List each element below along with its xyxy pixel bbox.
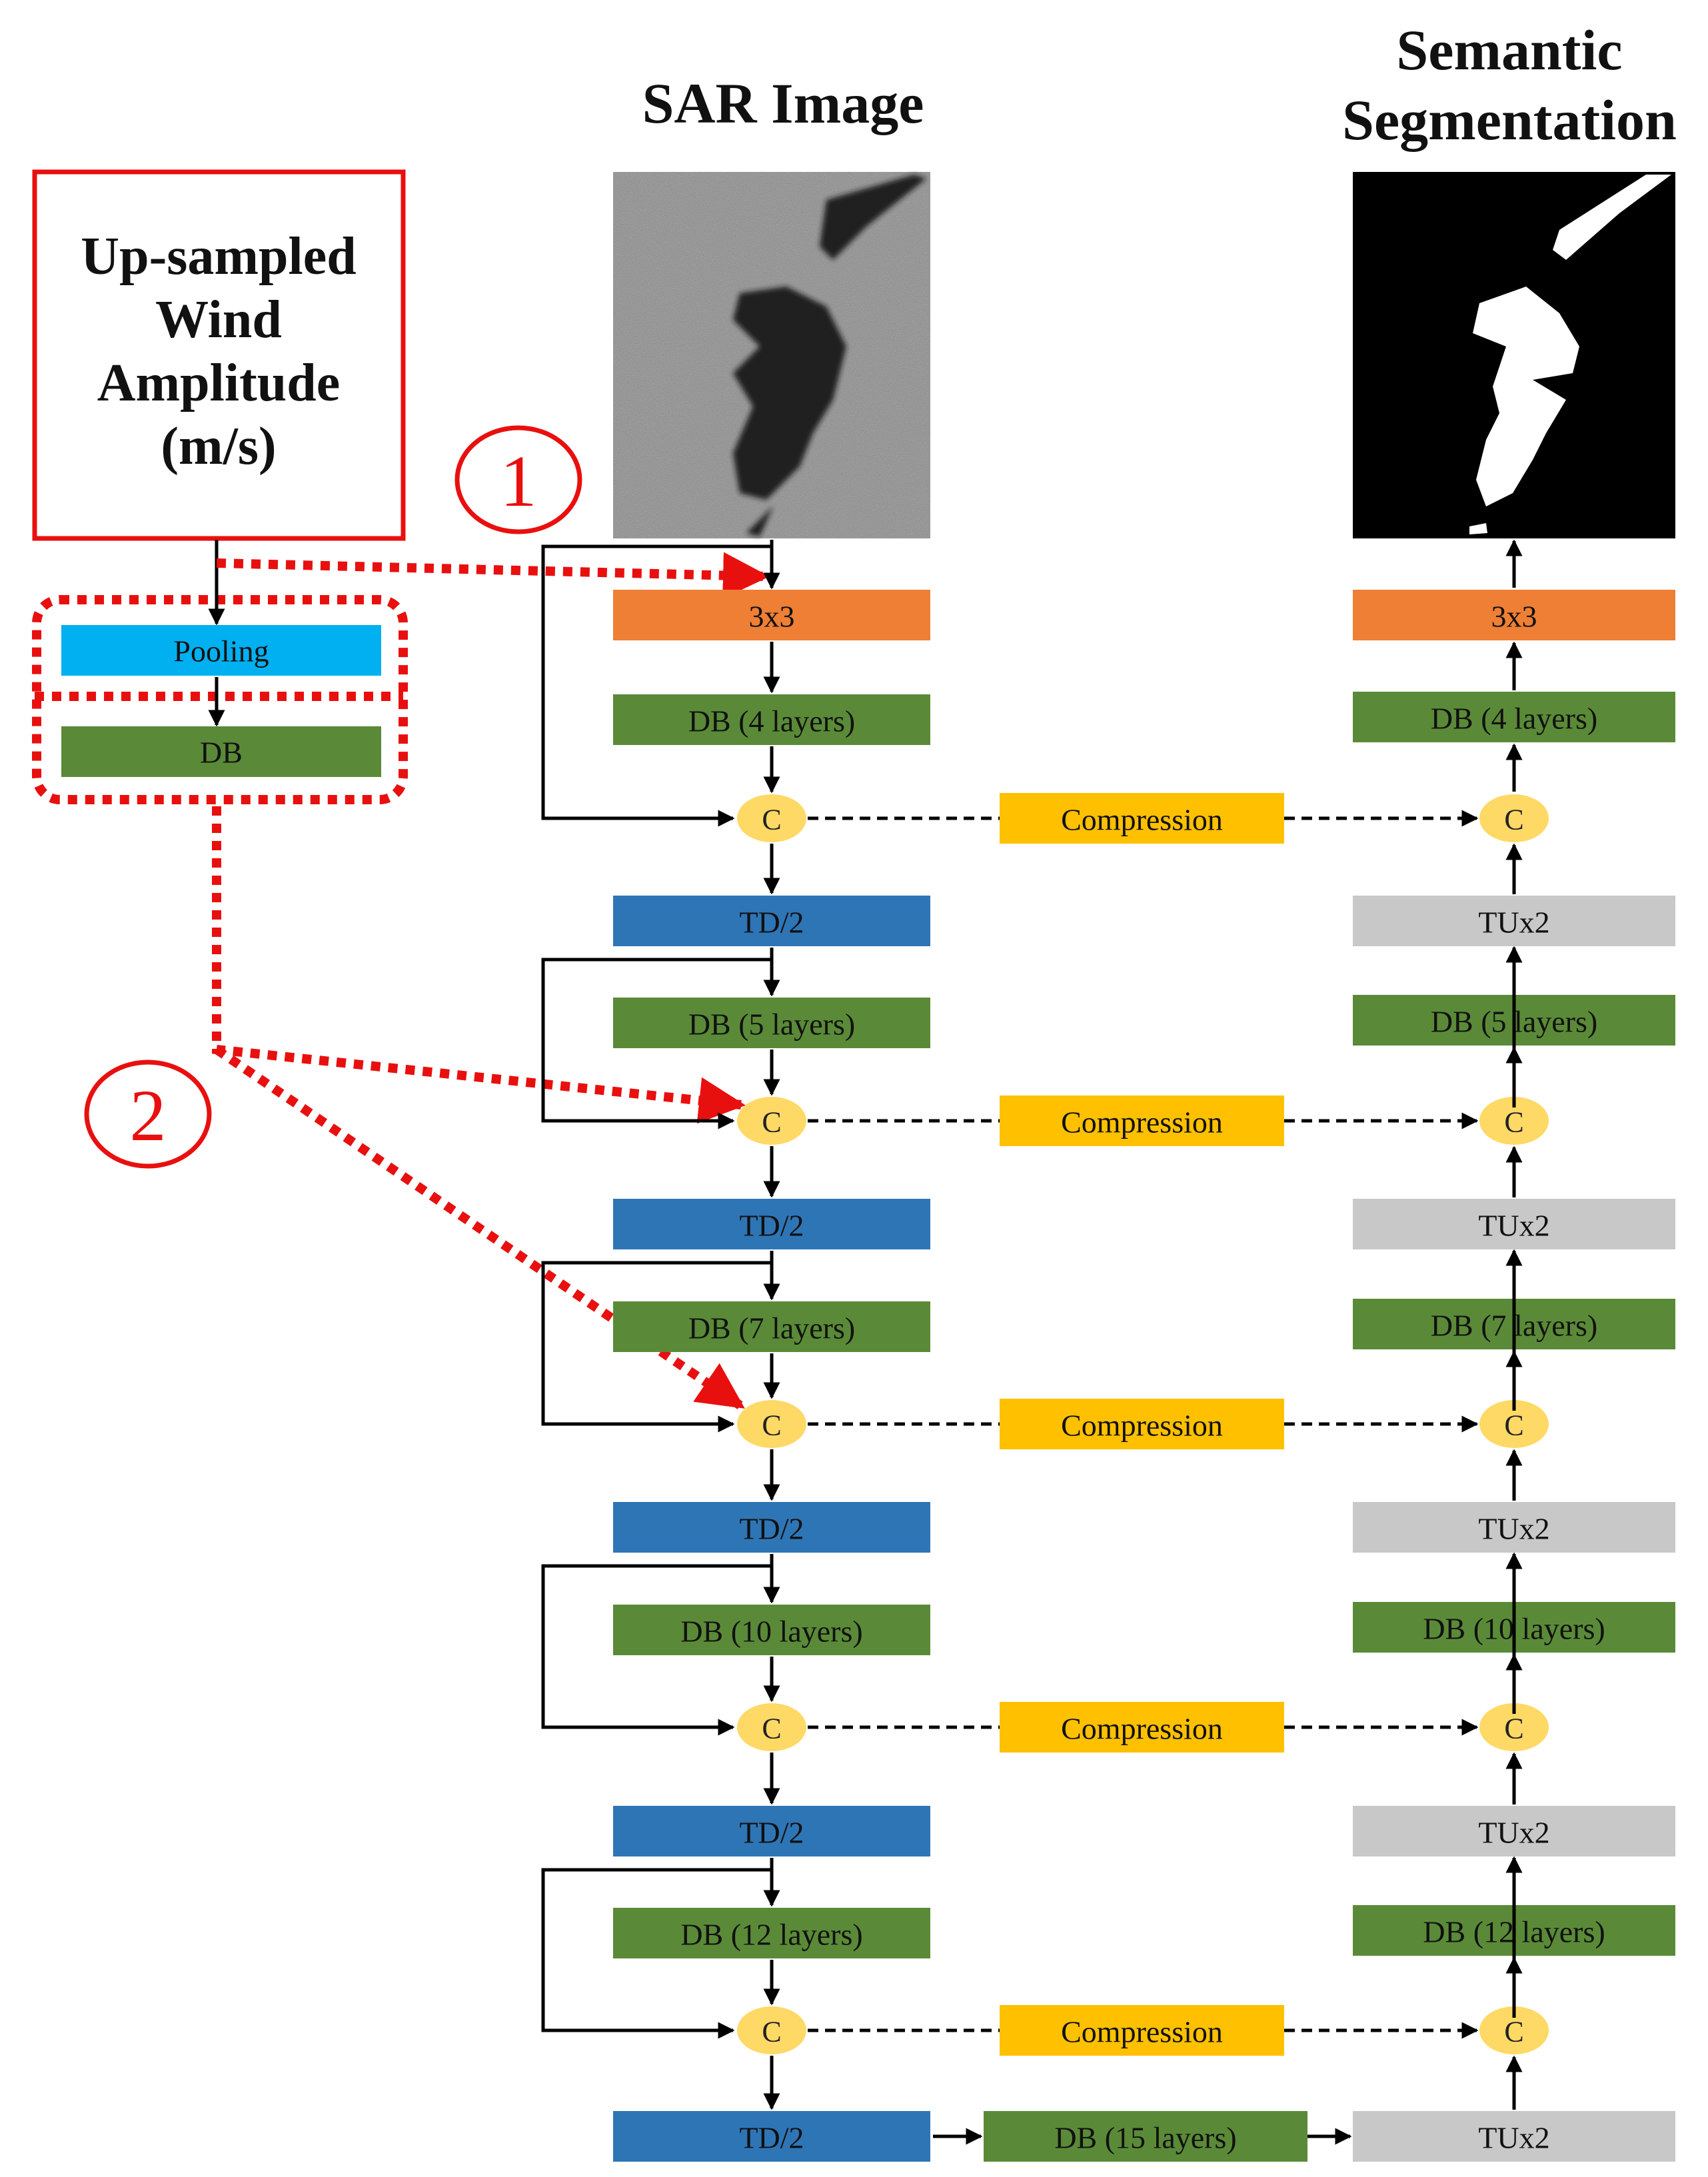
encoder-concat-0-label: C (762, 804, 781, 836)
encoder-concat-1-label: C (762, 1106, 781, 1139)
sar-image-title: SAR Image (642, 71, 924, 135)
decoder-concat-2 (1479, 1400, 1549, 1448)
encoder-td-block-3-label: TD/2 (739, 1816, 804, 1850)
compression-block-3 (1000, 1702, 1284, 1753)
compression-block-4 (1000, 2005, 1284, 2056)
wind-db-label: DB (200, 736, 243, 770)
decoder-tu-block-1-label: TUx2 (1478, 1209, 1549, 1243)
decoder-tu-block-1 (1353, 1199, 1675, 1249)
compression-block-1 (1000, 1095, 1284, 1146)
skip-connection-4 (541, 1868, 772, 2039)
encoder-db-block-1 (613, 998, 930, 1048)
encoder-concat-2 (737, 1400, 806, 1448)
skip-connection-3 (541, 1564, 772, 1736)
encoder-concat-4-label: C (762, 2016, 781, 2048)
encoder-concat-3-label: C (762, 1713, 781, 1745)
encoder-td-block-2-label: TD/2 (739, 1512, 804, 1546)
encoder-db-block-2-label: DB (7 layers) (688, 1311, 855, 1345)
segmentation-title-line1: Semantic (1396, 18, 1622, 82)
encoder-conv-block-label: 3x3 (749, 600, 795, 634)
decoder-concat-3-label: C (1504, 1713, 1523, 1745)
encoder-td-block-1 (613, 1199, 930, 1249)
pooling-block (61, 625, 381, 676)
wind-injection-arrows (212, 552, 770, 1410)
compression-block-1-label: Compression (1061, 1105, 1223, 1139)
decoder-concat-1 (1479, 1097, 1549, 1145)
compression-block-2 (1000, 1399, 1284, 1449)
decoder-conv-block (1353, 590, 1675, 640)
encoder-db-block-3-label: DB (10 layers) (680, 1615, 862, 1649)
encoder-concat-2-label: C (762, 1409, 781, 1442)
encoder-db-block-4-label: DB (12 layers) (680, 1918, 862, 1952)
wind-branch: Pooling DB (32, 540, 408, 804)
decoder-conv-block-label: 3x3 (1491, 600, 1537, 634)
marker-1-label: 1 (500, 440, 537, 522)
encoder-td-block-2 (613, 1502, 930, 1553)
encoder-db-block-1-label: DB (5 layers) (688, 1008, 855, 1042)
compression-block-0-label: Compression (1061, 803, 1223, 837)
encoder-concat-0 (737, 794, 806, 842)
decoder-concat-3 (1479, 1703, 1549, 1751)
skip-connection-2 (541, 1261, 772, 1433)
wind-line3: Amplitude (97, 354, 341, 412)
decoder-concat-2-label: C (1504, 1409, 1523, 1442)
decoder-concat-4 (1479, 2006, 1549, 2054)
encoder-conv-block (613, 590, 930, 640)
encoder-td-block-0-label: TD/2 (739, 906, 804, 940)
wind-amplitude-box: Up-sampled Wind Amplitude (m/s) (32, 169, 406, 541)
encoder-db-block-2 (613, 1301, 930, 1352)
encoder-td-block-0 (613, 896, 930, 946)
pooling-label: Pooling (173, 634, 269, 668)
bottleneck-db-block-label: DB (15 layers) (1054, 2121, 1236, 2155)
wind-line2: Wind (155, 291, 282, 349)
decoder-tu-block-3 (1353, 1806, 1675, 1856)
decoder-db-block-0-label: DB (4 layers) (1431, 702, 1597, 736)
decoder-concat-4-label: C (1504, 2016, 1523, 2048)
decoder-concat-1-label: C (1504, 1106, 1523, 1139)
encoder-db-block-3 (613, 1605, 930, 1655)
marker-1: 1 (454, 425, 582, 534)
encoder-db-block-0 (613, 694, 930, 745)
segmentation-mask (1353, 172, 1675, 538)
decoder-concat-0 (1479, 794, 1549, 842)
compression-block-4-label: Compression (1061, 2015, 1223, 2049)
wind-db-block (61, 726, 381, 777)
skip-connection-1 (541, 958, 772, 1129)
encoder-td-block-4-label: TD/2 (739, 2121, 804, 2155)
decoder-tu-block-0 (1353, 896, 1675, 946)
wind-line1: Up-sampled (81, 227, 356, 286)
decoder-concat-0-label: C (1504, 804, 1523, 836)
bottleneck-db-block (984, 2111, 1307, 2162)
decoder-tu-block-2 (1353, 1502, 1675, 1553)
decoder-tu-block-2-label: TUx2 (1478, 1512, 1549, 1546)
encoder-td-block-1-label: TD/2 (739, 1209, 804, 1243)
encoder-db-block-0-label: DB (4 layers) (688, 704, 855, 738)
encoder-concat-3 (737, 1703, 806, 1751)
sar-image (613, 172, 930, 538)
marker-2: 2 (84, 1060, 212, 1169)
decoder-tu-block-4-label: TUx2 (1478, 2121, 1549, 2155)
decoder-tu-block-3-label: TUx2 (1478, 1816, 1549, 1850)
skip-connection-0 (541, 544, 772, 827)
decoder-tu-block-4 (1353, 2111, 1675, 2162)
encoder-concat-4 (737, 2006, 806, 2054)
segmentation-title-line2: Segmentation (1342, 88, 1677, 152)
decoder-db-block-0 (1353, 692, 1675, 742)
compression-block-3-label: Compression (1061, 1712, 1223, 1746)
compression-block-2-label: Compression (1061, 1409, 1223, 1443)
encoder-td-block-3 (613, 1806, 930, 1856)
compression-block-0 (1000, 793, 1284, 844)
wind-line4: (m/s) (161, 417, 276, 476)
encoder-db-block-4 (613, 1908, 930, 1958)
encoder-td-block-4 (613, 2111, 930, 2162)
marker-2-label: 2 (130, 1075, 167, 1156)
decoder-tu-block-0-label: TUx2 (1478, 906, 1549, 940)
encoder-concat-1 (737, 1097, 806, 1145)
